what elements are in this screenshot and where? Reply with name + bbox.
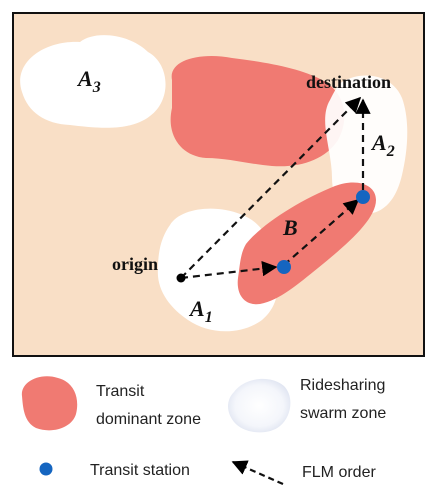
legend-transit-zone-swatch <box>21 376 78 431</box>
swarm-zone-a3 <box>20 35 166 128</box>
legend-swarm-zone-swatch <box>228 378 291 433</box>
arrow-origin-to-station-1 <box>180 260 278 280</box>
origin-point <box>176 273 186 283</box>
transit-station-2 <box>356 190 370 204</box>
origin-label: origin <box>112 254 158 274</box>
legend-order-label: FLM order <box>302 464 376 481</box>
transit-zone-top <box>170 56 345 167</box>
legend-order-arrow <box>231 460 284 486</box>
legend-transit-zone-label: Transit dominant zone <box>96 383 201 428</box>
legend-station-dot <box>39 462 53 476</box>
zone-label-a2: A2 <box>370 130 395 160</box>
map-panel: A3 A2 A1 B origin destination <box>12 12 425 357</box>
legend: Transit dominant zone Ridesharing swarm … <box>21 376 390 486</box>
arrow-origin-to-destination <box>180 96 362 279</box>
destination-label: destination <box>306 72 391 92</box>
zone-label-a3: A3 <box>76 66 101 96</box>
arrow-station-1-to-station-2 <box>283 198 360 266</box>
transit-station-1 <box>277 260 291 274</box>
zone-label-b: B <box>282 215 298 240</box>
legend-swarm-zone-label: Ridesharing swarm zone <box>300 377 390 422</box>
zone-label-a1: A1 <box>188 296 213 326</box>
legend-station-label: Transit station <box>90 462 190 479</box>
